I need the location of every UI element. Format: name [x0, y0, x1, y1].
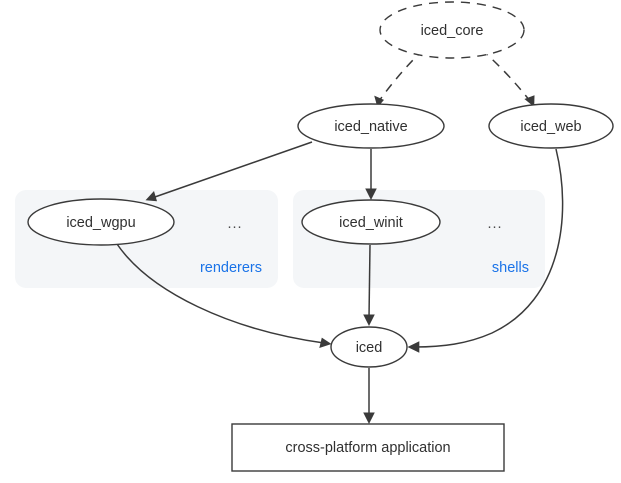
edge-winit-to-iced-path [368, 244, 371, 319]
edge-core-to-web [480, 48, 535, 107]
node-iced-native-label: iced_native [334, 119, 407, 135]
edge-native-to-wgpu-path [151, 141, 313, 199]
edge-web-to-iced-path [414, 148, 564, 348]
node-iced-native-shape[interactable] [297, 103, 445, 149]
edge-core-to-native-path [378, 48, 425, 102]
edge-core-to-native [374, 48, 425, 108]
node-iced-shape[interactable] [330, 326, 408, 368]
edge-winit-to-iced-arrowhead [363, 314, 375, 326]
node-iced-label: iced [356, 340, 383, 356]
node-iced-winit-shape[interactable] [301, 199, 441, 245]
edge-core-to-web-arrowhead [524, 95, 535, 107]
node-iced[interactable]: iced [330, 326, 408, 368]
edge-iced-to-application [363, 368, 375, 424]
edge-iced-to-application-arrowhead [363, 412, 375, 424]
node-iced-wgpu[interactable]: iced_wgpu [27, 198, 175, 246]
node-iced-web-shape[interactable] [488, 103, 614, 149]
edge-native-to-winit-arrowhead [365, 188, 377, 200]
node-iced-winit[interactable]: iced_winit [301, 199, 441, 245]
edge-native-to-winit [365, 149, 377, 200]
edge-native-to-wgpu-arrowhead [145, 191, 157, 202]
edge-wgpu-to-iced [116, 243, 332, 348]
edge-core-to-native-arrowhead [374, 95, 384, 108]
node-iced-winit-label: iced_winit [339, 215, 403, 231]
edge-core-to-web-path [480, 48, 531, 102]
edge-web-to-iced [407, 148, 564, 353]
node-iced-web[interactable]: iced_web [488, 103, 614, 149]
node-iced-core-label: iced_core [421, 23, 484, 39]
renderers-more-ellipsis: ... [227, 216, 242, 232]
edge-web-to-iced-arrowhead [407, 341, 420, 353]
node-iced-wgpu-shape[interactable] [27, 198, 175, 246]
node-iced-web-label: iced_web [520, 119, 581, 135]
node-iced-native[interactable]: iced_native [297, 103, 445, 149]
node-cross-platform-application[interactable]: cross-platform application [231, 423, 505, 472]
edge-wgpu-to-iced-arrowhead [319, 337, 332, 348]
edge-wgpu-to-iced-path [116, 243, 325, 344]
node-iced-core-shape[interactable] [379, 1, 525, 59]
node-cross-platform-application-shape[interactable] [231, 423, 505, 472]
cluster-renderers-label: renderers [200, 260, 262, 276]
node-iced-core[interactable]: iced_core [379, 1, 525, 59]
cluster-shells-label: shells [492, 260, 529, 276]
edge-winit-to-iced [363, 244, 375, 326]
node-iced-wgpu-label: iced_wgpu [66, 215, 135, 231]
edge-native-to-wgpu [145, 141, 313, 202]
node-cross-platform-application-label: cross-platform application [285, 440, 450, 456]
shells-more-ellipsis: ... [487, 216, 502, 232]
